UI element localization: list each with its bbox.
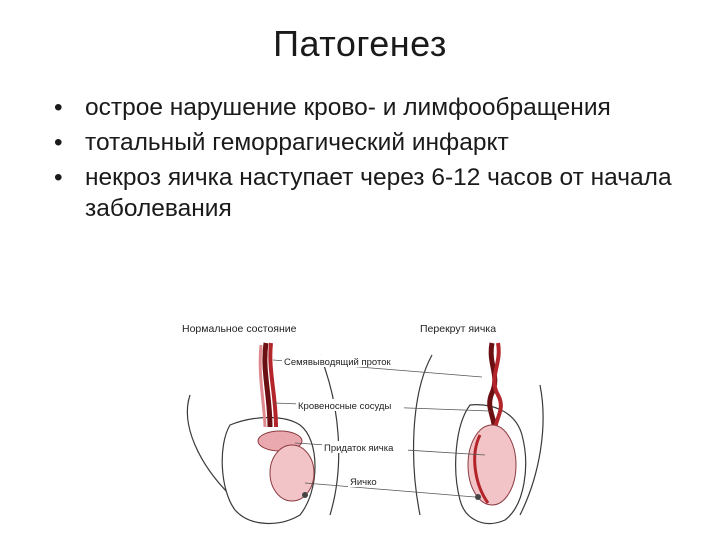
bullet-text: некроз яичка наступает через 6-12 часов …	[85, 164, 672, 222]
body-outline-right-t	[519, 384, 544, 516]
torsion-drawing	[412, 342, 544, 525]
anatomy-diagram: Нормальное состояние Перекрут яичка	[182, 323, 544, 525]
bullet-list: • острое нарушение крово- и лимфообращен…	[52, 92, 692, 228]
bullet-text: острое нарушение крово- и лимфообращения	[85, 94, 611, 121]
label-bg-vessels	[296, 399, 404, 411]
bullet-icon: •	[54, 164, 63, 191]
heading-torsion: Перекрут яичка	[420, 323, 496, 335]
bullet-text: тотальный геморрагический инфаркт	[85, 129, 509, 156]
testis	[269, 444, 315, 502]
torsion-illustration: Нормальное состояние Перекрут яичка	[170, 315, 550, 530]
heading-normal: Нормальное состояние	[182, 323, 297, 335]
body-outline-left	[186, 394, 231, 496]
label-vessels: Кровеносные сосуды	[298, 401, 391, 412]
label-testis: Яичко	[350, 477, 377, 488]
testis-dot-t	[475, 494, 481, 500]
testis-dot	[302, 492, 308, 498]
body-outline-right	[319, 354, 340, 516]
bullet-icon: •	[54, 94, 63, 121]
label-bg-duct	[282, 355, 400, 367]
bullet-item-2: • тотальный геморрагический инфаркт	[52, 127, 692, 158]
label-bg-testis	[348, 475, 384, 487]
label-bg-epididymis	[322, 441, 408, 453]
label-duct: Семявыводящий проток	[284, 357, 391, 368]
normal-state-drawing	[186, 342, 340, 525]
bullet-item-3: • некроз яичка наступает через 6-12 часо…	[52, 162, 692, 224]
vessel-dark	[262, 342, 273, 428]
body-outline-left-t	[412, 354, 433, 516]
bullet-icon: •	[54, 129, 63, 156]
slide-title: Патогенез	[273, 23, 447, 64]
vessel-red	[268, 342, 278, 428]
epididymis-t	[473, 434, 490, 504]
bullet-item-1: • острое нарушение крово- и лимфообращен…	[52, 92, 692, 123]
vessel-light	[258, 344, 267, 428]
label-epididymis: Придаток яичка	[324, 443, 394, 454]
